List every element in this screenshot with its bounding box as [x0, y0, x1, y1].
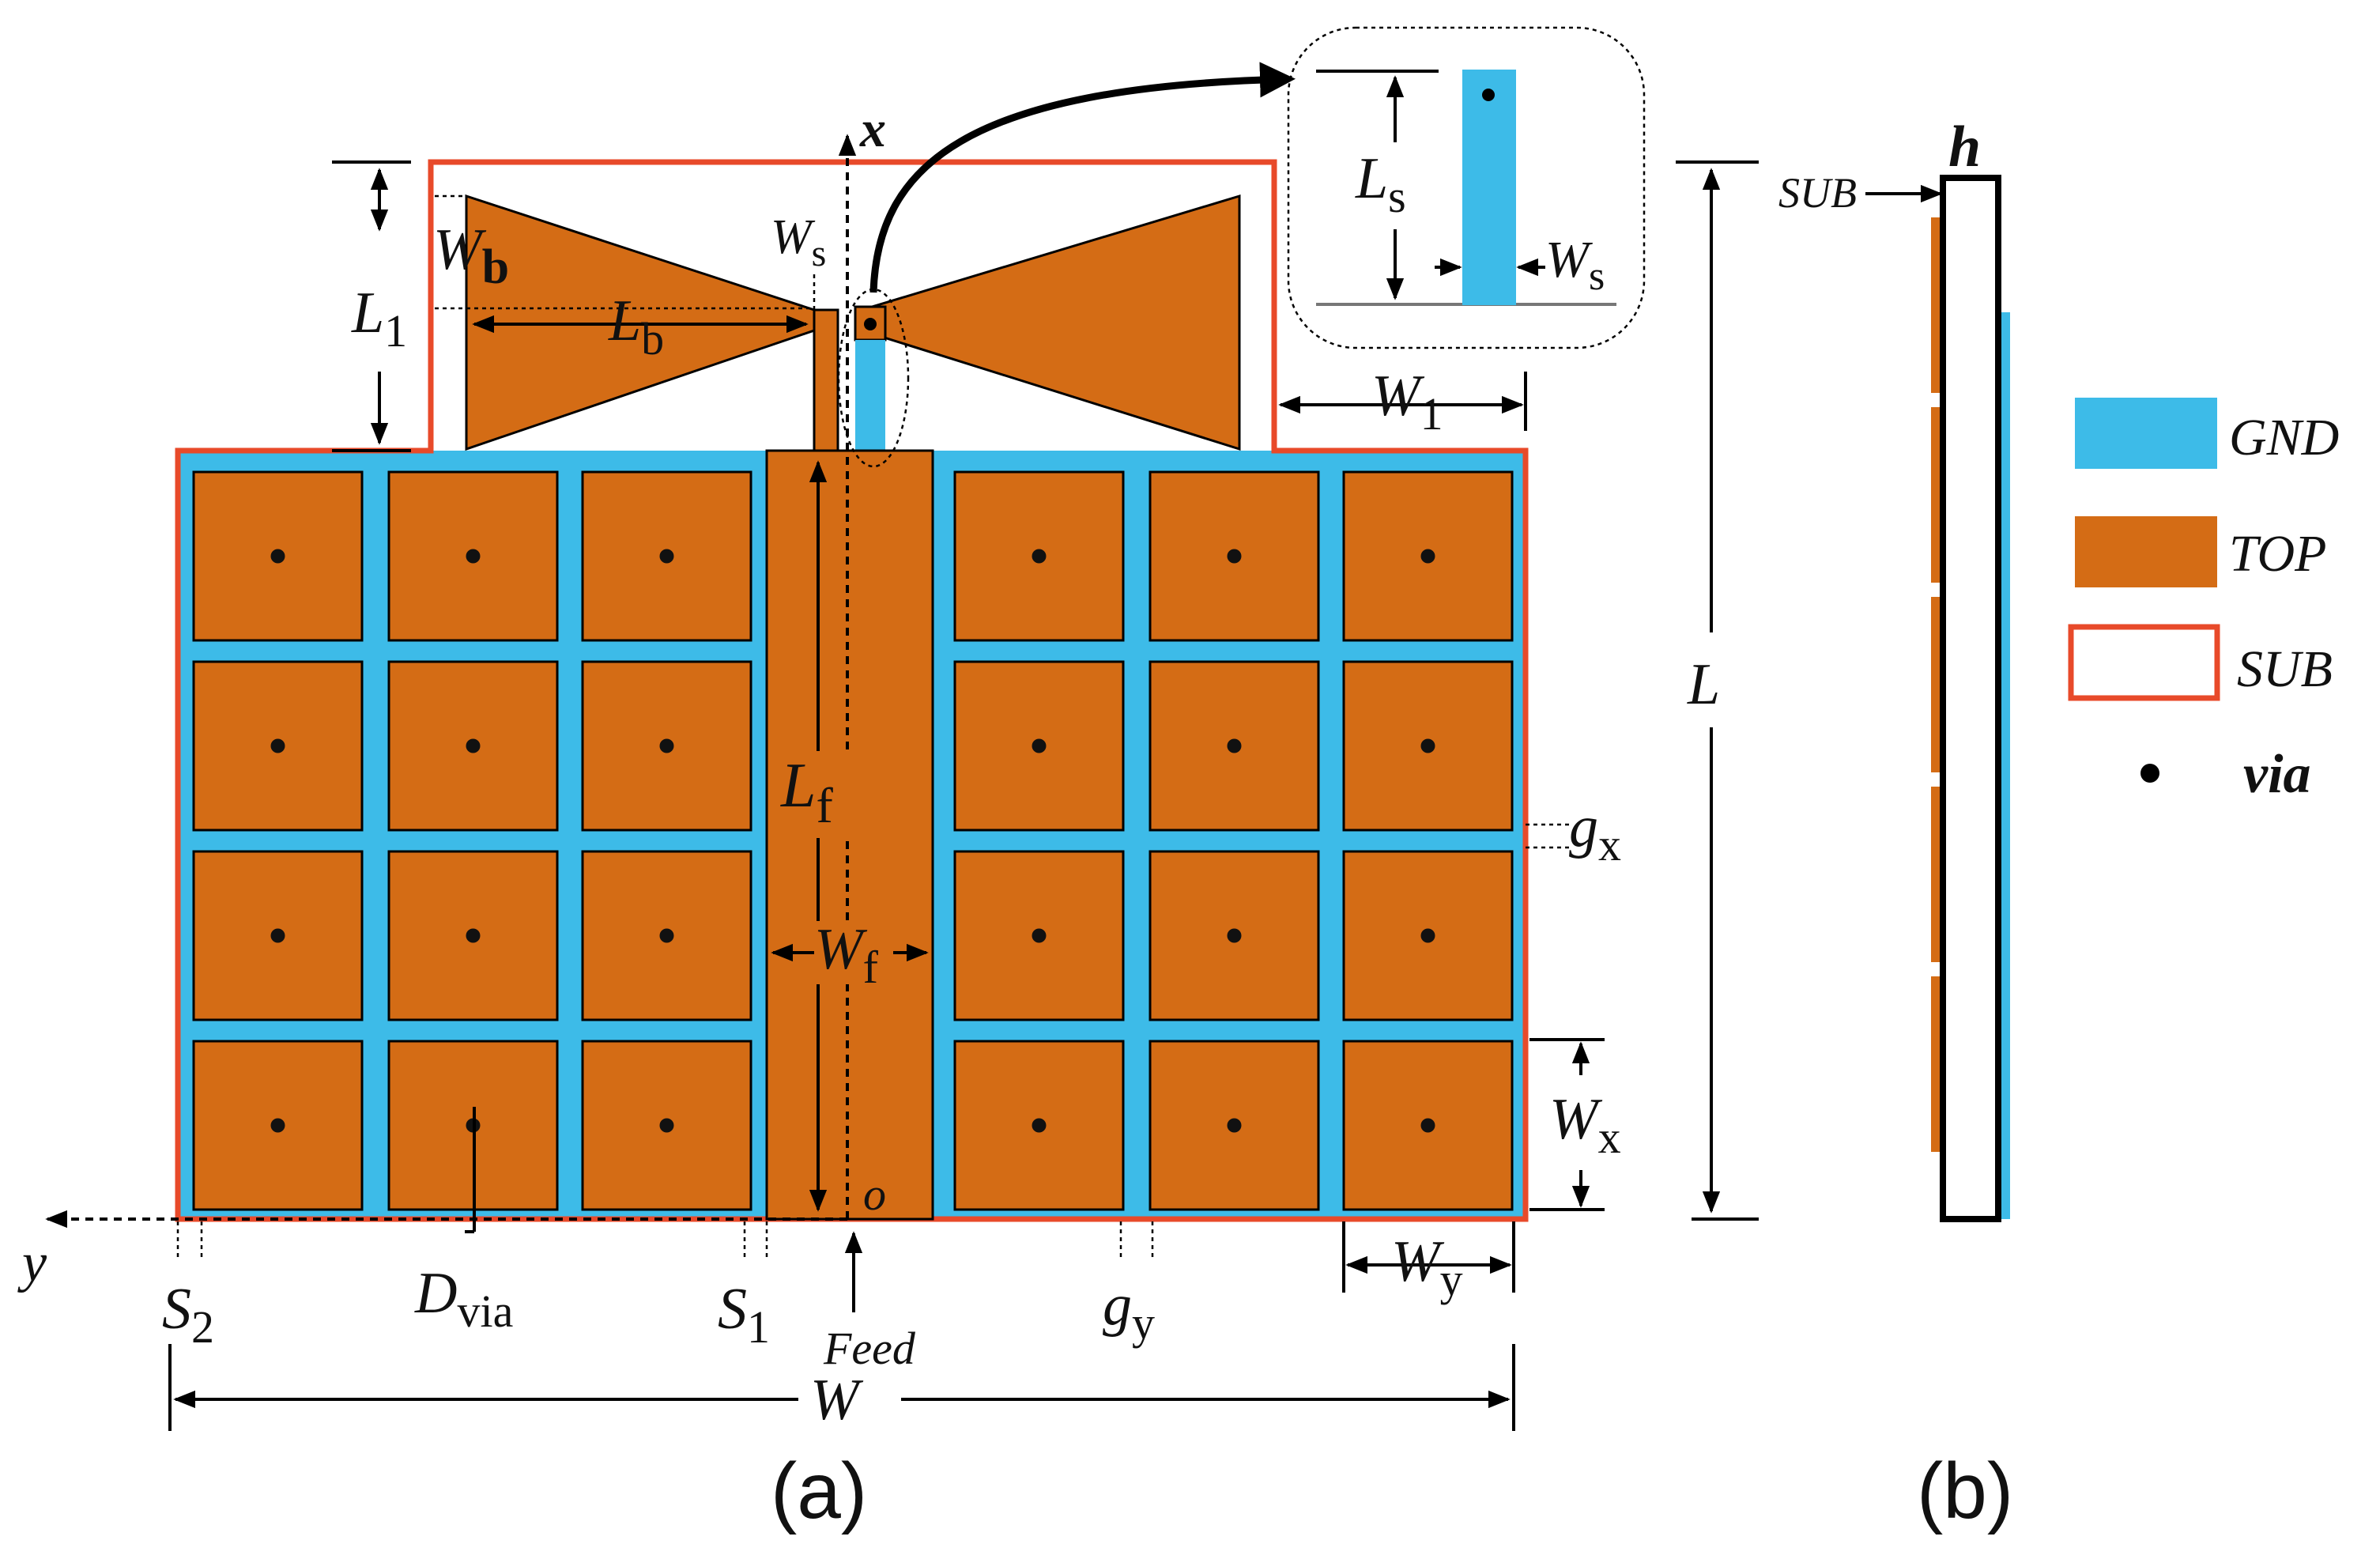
- legend-top-swatch: [2075, 516, 2217, 587]
- inset-frame: [1287, 26, 1646, 349]
- label-w1: W1: [1371, 364, 1443, 440]
- label-lf: Lf: [780, 751, 834, 833]
- patch-cell: [192, 1040, 364, 1211]
- ground-strip: [855, 340, 885, 451]
- feed-label: Feed: [823, 1323, 916, 1374]
- patch-via: [659, 738, 674, 753]
- dipole-stub: [813, 308, 839, 454]
- patch-via: [270, 1118, 285, 1133]
- patch-cell: [581, 850, 752, 1021]
- side-substrate: [1940, 175, 2001, 1222]
- caption-b: (b): [1917, 1447, 2013, 1535]
- side-h-label: h: [1948, 115, 1981, 179]
- inset-via-dot: [1482, 89, 1495, 101]
- label-l1: L1: [351, 281, 407, 357]
- legend-via-label: via: [2243, 744, 2311, 805]
- patch-via: [270, 928, 285, 943]
- origin-label: o: [863, 1168, 886, 1220]
- label-ws: Ws: [771, 210, 826, 274]
- label-w: W: [810, 1368, 864, 1433]
- patch-via: [1420, 928, 1435, 943]
- patch-via: [659, 549, 674, 564]
- slot-zoom-inset: Ls Ws: [1287, 26, 1646, 349]
- zoom-arrow: [869, 62, 1296, 293]
- label-gy: gy: [1103, 1273, 1155, 1349]
- legend-sub-swatch: [2068, 624, 2220, 701]
- axis-y-label: y: [17, 1233, 47, 1293]
- label-lf-bg: [779, 751, 858, 838]
- patch-via: [1032, 738, 1047, 753]
- label-s2: S2: [162, 1277, 214, 1353]
- via-dot: [864, 318, 877, 330]
- side-top-segment: [1931, 976, 1941, 1152]
- side-top-segments: [1931, 217, 1941, 1152]
- patch-via: [466, 549, 481, 564]
- label-wf: Wf: [814, 917, 879, 993]
- metasurface-patch-grid: [192, 470, 1514, 1211]
- label-wf-bg: [814, 921, 893, 984]
- label-wx: Wx: [1549, 1087, 1621, 1163]
- patch-via: [1227, 549, 1242, 564]
- label-s1: S1: [718, 1277, 770, 1353]
- patch-via: [466, 928, 481, 943]
- patch-via: [1032, 1118, 1047, 1133]
- side-sub-label: SUB: [1778, 169, 1857, 217]
- label-wy: Wy: [1391, 1229, 1463, 1305]
- side-top-segment: [1931, 217, 1941, 393]
- patch-via: [270, 549, 285, 564]
- caption-a: (a): [771, 1447, 867, 1535]
- legend: GND TOP SUB via: [2068, 398, 2339, 805]
- patch-via: [1227, 928, 1242, 943]
- inset-label-ws: Ws: [1545, 231, 1605, 299]
- legend-gnd-label: GND: [2229, 409, 2339, 466]
- patch-via: [270, 738, 285, 753]
- legend-gnd-swatch: [2075, 398, 2217, 469]
- figure-b: h SUB (b): [1778, 115, 2013, 1535]
- patch-via: [659, 928, 674, 943]
- side-top-segment: [1931, 597, 1941, 772]
- label-l: L: [1687, 652, 1720, 717]
- legend-sub-label: SUB: [2237, 640, 2333, 698]
- legend-via-dot: [2140, 764, 2159, 783]
- figure-a: x y o L1 Wb Lb Ws W1 Lf: [17, 62, 1759, 1535]
- patch-via: [1420, 549, 1435, 564]
- bowtie-right-arm: [860, 194, 1241, 451]
- patch-via: [1420, 1118, 1435, 1133]
- patch-via: [1420, 738, 1435, 753]
- side-top-segment: [1931, 407, 1941, 583]
- patch-via: [1032, 549, 1047, 564]
- patch-via: [1227, 738, 1242, 753]
- label-wb: Wb: [433, 217, 509, 294]
- label-dvia: Dvia: [414, 1261, 513, 1337]
- side-top-segment: [1931, 787, 1941, 962]
- axis-x-label: x: [859, 100, 886, 158]
- legend-top-label: TOP: [2229, 525, 2327, 583]
- patch-via: [1227, 1118, 1242, 1133]
- inset-gnd-strip: [1462, 70, 1516, 305]
- patch-via: [659, 1118, 674, 1133]
- patch-via: [1032, 928, 1047, 943]
- patch-via: [466, 738, 481, 753]
- label-lb: Lb: [608, 289, 664, 364]
- side-gnd-layer: [2000, 312, 2010, 1219]
- label-gx: gx: [1569, 795, 1621, 870]
- inset-label-ls: Ls: [1355, 146, 1406, 222]
